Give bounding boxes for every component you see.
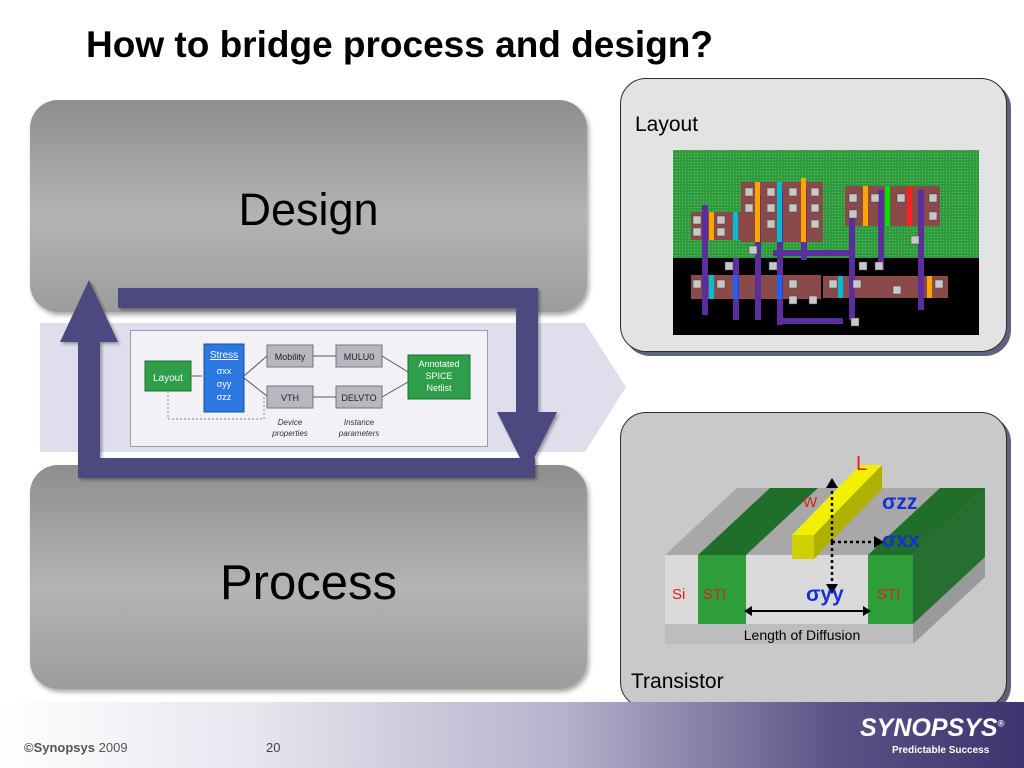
process-label: Process — [219, 556, 397, 610]
flow-syy: σyy — [217, 379, 232, 389]
flow-layout: Layout — [153, 373, 183, 384]
flow-annotated-2: SPICE — [425, 371, 452, 381]
flow-mobility: Mobility — [275, 352, 306, 362]
flow-annotated-1: Annotated — [418, 359, 459, 369]
diffusion-length-label: Length of Diffusion — [744, 627, 861, 643]
design-label: Design — [238, 184, 379, 235]
copyright-year: 2009 — [98, 740, 128, 755]
flow-instance-2: parameters — [338, 429, 379, 438]
si-label: Si — [672, 586, 685, 603]
flow-szz: σzz — [217, 392, 232, 402]
logo-text: SYNOPSYS — [860, 714, 998, 742]
layout-image — [673, 150, 979, 335]
tagline: Predictable Success — [892, 745, 990, 756]
slide-title: How to bridge process and design? — [86, 24, 714, 65]
feedback-arrow — [60, 280, 535, 478]
synopsys-logo: SYNOPSYS® — [860, 714, 1004, 743]
gate-length-label: L — [856, 453, 867, 475]
design-box: Design — [30, 100, 587, 312]
flow-annotated-3: Netlist — [426, 383, 452, 393]
transistor-image: L W Si STI STI σzz σxx σyy Length of Dif… — [665, 453, 985, 644]
flow-stress: Stress — [210, 350, 238, 361]
sti-right-label: STI — [877, 586, 900, 603]
sti-left-label: STI — [703, 586, 726, 603]
flow-instance-1: Instance — [344, 418, 375, 427]
transistor-panel-label: Transistor — [631, 670, 724, 693]
copyright: ©Synopsys 2009 — [24, 740, 128, 755]
copyright-brand: ©Synopsys — [24, 740, 95, 755]
flow-diagram-svg: Layout Stress σxx σyy σzz Mobility VTH M… — [144, 343, 471, 438]
sigma-yy-label: σyy — [806, 583, 844, 606]
layout-panel-label: Layout — [635, 113, 699, 136]
sigma-zz-label: σzz — [882, 491, 917, 514]
flow-delvto: DELVTO — [341, 393, 376, 403]
flow-sxx: σxx — [217, 366, 232, 376]
logo-registered-mark: ® — [997, 718, 1005, 729]
process-box: Process — [30, 465, 587, 689]
forward-arrow — [118, 288, 557, 472]
flow-vth: VTH — [281, 393, 299, 403]
flow-device-1: Device — [278, 418, 303, 427]
flow-mulu0: MULU0 — [344, 352, 375, 362]
gate-width-label: W — [803, 494, 818, 511]
flow-device-2: properties — [271, 429, 308, 438]
page-number: 20 — [266, 740, 281, 755]
sigma-xx-label: σxx — [882, 529, 920, 552]
footer-band — [0, 702, 1024, 768]
